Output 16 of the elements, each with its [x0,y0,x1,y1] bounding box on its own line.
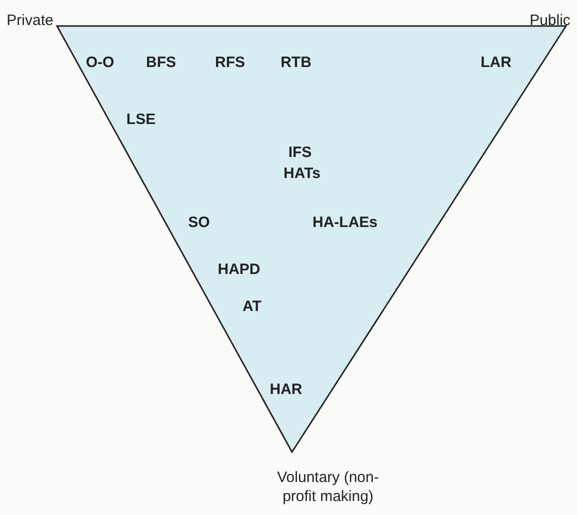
vertex-label: Private [6,12,54,29]
category-label: LSE [126,111,156,128]
category-label: HA-LAEs [312,214,378,231]
category-label: HAR [270,381,302,398]
vertex-label: Voluntary (non-profit making) [276,469,380,506]
category-label: AT [242,298,262,315]
category-label: RFS [215,54,245,71]
category-label: LAR [480,54,512,71]
category-label: HATs [284,165,320,182]
category-label: HAPD [218,261,260,278]
category-label: IFS [288,144,312,161]
category-label: O-O [86,54,114,71]
category-label: SO [188,214,210,231]
category-label: RTB [280,54,312,71]
vertex-label: Public [530,12,570,29]
category-label: BFS [146,54,176,71]
